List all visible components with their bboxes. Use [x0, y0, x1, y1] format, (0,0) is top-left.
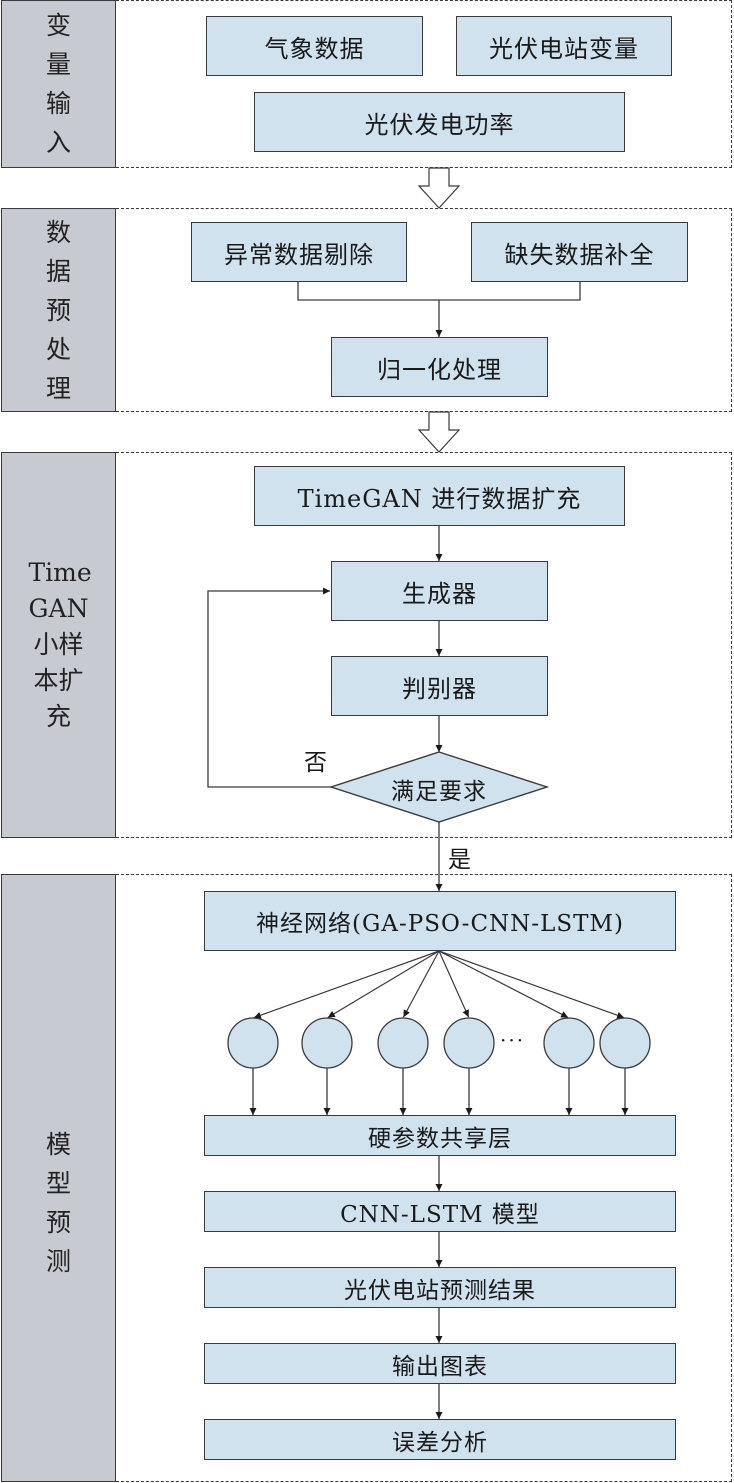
- box-pv-prediction-result: 光伏电站预测结果: [204, 1267, 676, 1308]
- yes-label: 是: [448, 847, 471, 873]
- box-cnn-lstm-model: CNN-LSTM 模型: [204, 1191, 676, 1232]
- hollow-arrow-2: [417, 411, 461, 453]
- section-model-prediction: 模型预测 神经网络(GA-PSO-CNN-LSTM) 硬参数共享层 CNN-LS…: [1, 874, 732, 1482]
- sidebar-variable-input: 变量输入: [1, 0, 116, 168]
- section-preprocessing: 数据预处理 异常数据剔除 缺失数据补全 归一化处理: [1, 208, 732, 412]
- box-pv-power: 光伏发电功率: [254, 92, 625, 152]
- box-hard-parameter-sharing: 硬参数共享层: [204, 1115, 676, 1156]
- sidebar-model-prediction: 模型预测: [1, 874, 116, 1482]
- box-output-charts: 输出图表: [204, 1343, 676, 1384]
- sidebar-label: 变量输入: [45, 11, 71, 157]
- hollow-arrow-1: [417, 167, 461, 209]
- section-timegan: Time GAN 小样 本扩 充 TimeGAN 进行数据扩充 生成器 判别器: [1, 452, 732, 838]
- box-discriminator: 判别器: [331, 656, 548, 716]
- sidebar-label: 模型预测: [45, 1130, 71, 1276]
- panel-model-prediction: [116, 874, 732, 1482]
- box-timegan-expansion: TimeGAN 进行数据扩充: [254, 466, 625, 526]
- section-variable-input: 变量输入 气象数据 光伏电站变量 光伏发电功率: [1, 0, 732, 168]
- box-normalization: 归一化处理: [331, 337, 548, 397]
- decision-label: 满足要求: [391, 779, 487, 805]
- box-error-analysis: 误差分析: [204, 1419, 676, 1460]
- no-label: 否: [304, 750, 327, 776]
- sidebar-preprocessing: 数据预处理: [1, 208, 116, 412]
- ellipsis: ···: [500, 1028, 526, 1052]
- box-neural-network: 神经网络(GA-PSO-CNN-LSTM): [204, 891, 676, 951]
- box-weather-data: 气象数据: [206, 16, 423, 76]
- sidebar-timegan: Time GAN 小样 本扩 充: [1, 452, 116, 838]
- box-generator: 生成器: [331, 561, 548, 621]
- box-outlier-removal: 异常数据剔除: [191, 222, 407, 282]
- sidebar-label: Time GAN 小样 本扩 充: [28, 558, 92, 731]
- sidebar-label: 数据预处理: [45, 217, 71, 403]
- box-missing-fill: 缺失数据补全: [471, 222, 688, 282]
- box-pv-station-variables: 光伏电站变量: [456, 16, 672, 76]
